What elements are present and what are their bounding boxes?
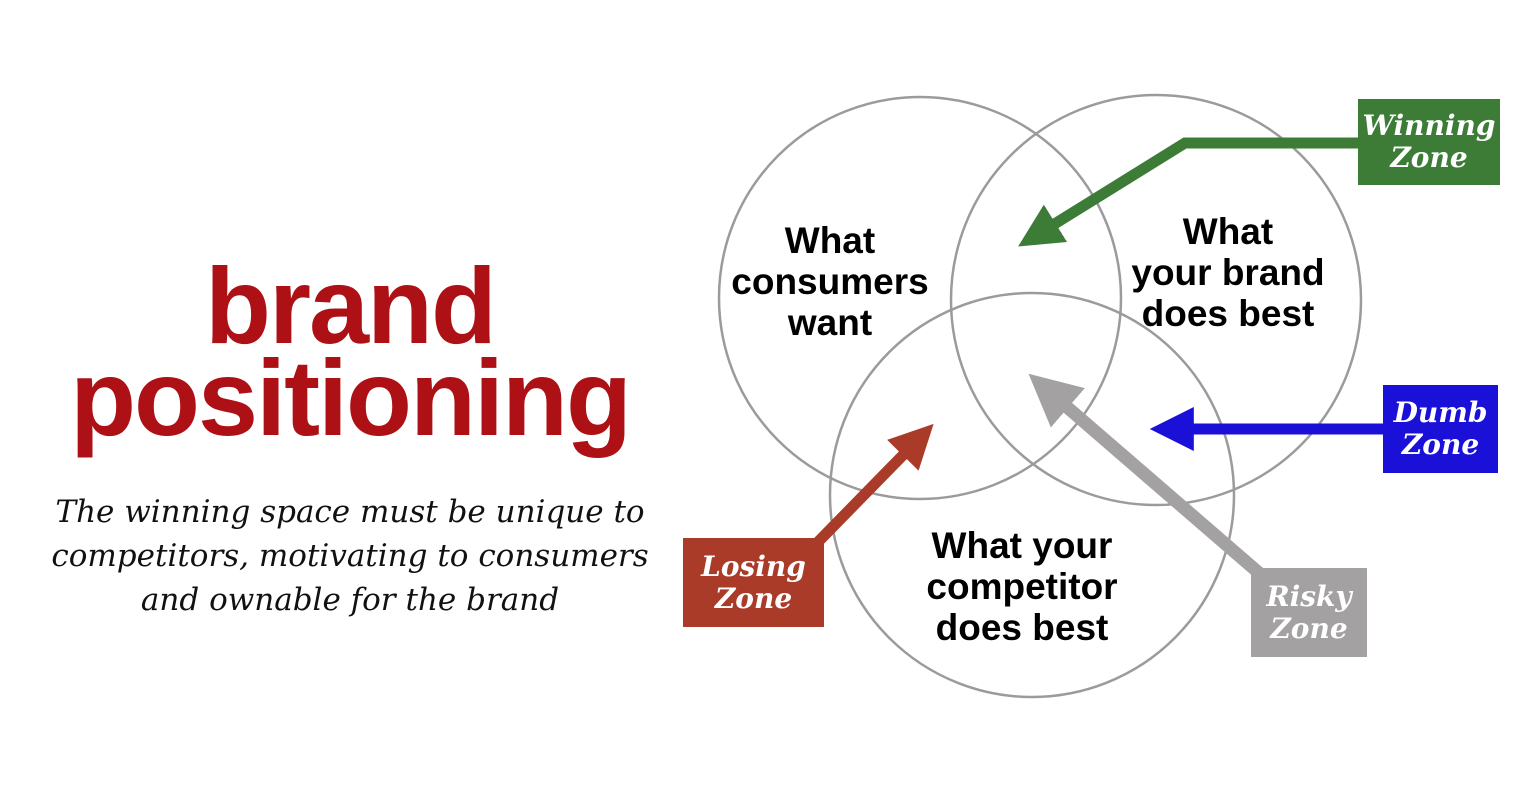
dumb-zone-label: Dumb Zone xyxy=(1393,396,1488,461)
dumb-zone-box: Dumb Zone xyxy=(1383,385,1498,473)
venn-circle-competitor xyxy=(828,291,1236,699)
risky-zone-arrow xyxy=(1028,373,1264,578)
venn-circle-brand xyxy=(949,93,1363,507)
winning-zone-box: Winning Zone xyxy=(1358,99,1500,185)
subtitle: The winning space must be unique to comp… xyxy=(51,494,649,618)
losing-zone-label: Losing Zone xyxy=(701,549,806,615)
risky-zone-label: Risky Zone xyxy=(1266,579,1352,645)
winning-zone-arrow xyxy=(1018,137,1358,247)
page-title-line2: positioning xyxy=(70,337,632,458)
page-title: brand positioning xyxy=(20,245,680,458)
risky-zone-box: Risky Zone xyxy=(1251,568,1367,657)
losing-zone-arrow xyxy=(812,423,934,548)
circle-label-consumers: What consumers want xyxy=(731,220,929,343)
circle-label-brand: What your brand does best xyxy=(1131,211,1325,334)
circle-label-competitor: What your competitor does best xyxy=(926,525,1118,648)
page-title-line1: brand xyxy=(204,245,497,366)
winning-zone-label: Winning Zone xyxy=(1362,109,1496,174)
venn-circle-consumers xyxy=(717,95,1123,501)
losing-zone-box: Losing Zone xyxy=(683,538,824,627)
